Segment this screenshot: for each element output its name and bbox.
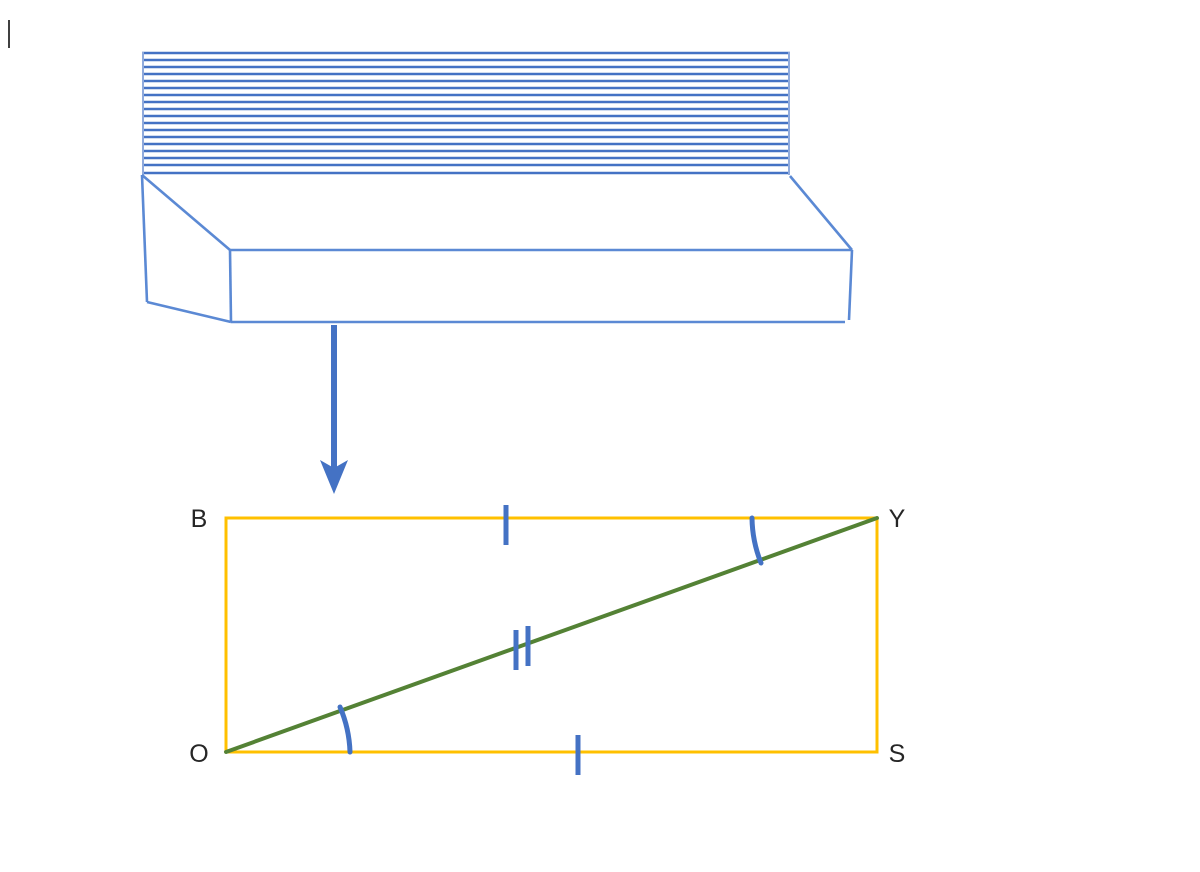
rectangle-obys: B Y S O bbox=[189, 505, 906, 775]
angle-arc-o bbox=[337, 704, 353, 755]
diagonal-oy bbox=[224, 516, 879, 754]
angle-arc-y bbox=[749, 515, 764, 566]
down-arrow bbox=[320, 325, 348, 494]
vertex-label-y: Y bbox=[889, 505, 906, 533]
vertex-label-o: O bbox=[189, 740, 208, 768]
sheet-stripes bbox=[142, 51, 790, 175]
rectangle-outline bbox=[224, 516, 879, 754]
paper-ream-3d bbox=[140, 51, 854, 324]
vertex-label-s: S bbox=[889, 740, 906, 768]
tick-marks-diagonal bbox=[513, 626, 531, 670]
vertex-label-b: B bbox=[191, 505, 208, 533]
ream-box-body bbox=[140, 174, 854, 324]
